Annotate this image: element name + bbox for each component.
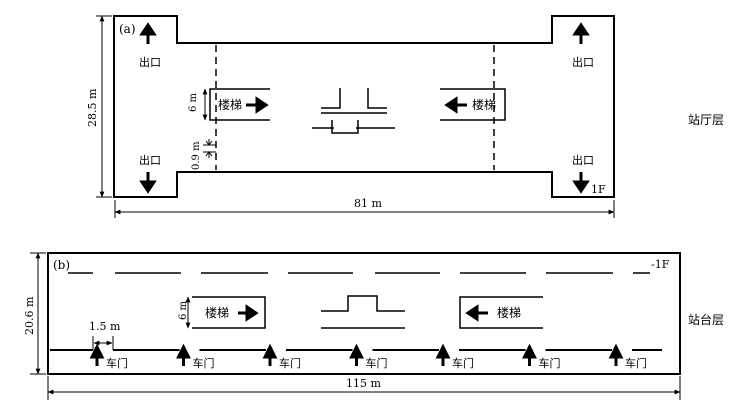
stairs-left: 6 m 楼梯 [188, 88, 270, 121]
door-label: 车门 [106, 356, 128, 370]
exit-bottom-right: 出口 1F [572, 153, 606, 196]
layer-label-platform: 站台层 [688, 312, 724, 327]
right-arrow-icon [238, 304, 259, 322]
layer-label-hall: 站厅层 [688, 113, 724, 127]
svg-text:出口: 出口 [139, 153, 161, 167]
train-door: 车门 [349, 343, 388, 370]
down-arrow-icon [139, 172, 157, 194]
panel-label-a: (a) [119, 22, 136, 36]
up-arrow-icon [572, 22, 590, 44]
hall-length-label: 81 m [354, 197, 382, 210]
platform-height-label: 20.6 m [23, 296, 36, 335]
gap-label: 0.9 m [191, 141, 202, 170]
up-arrow-icon [139, 22, 157, 44]
door-label: 车门 [539, 356, 561, 370]
svg-text:出口: 出口 [572, 55, 594, 69]
hall-height-dimension: 28.5 m [86, 15, 112, 198]
door-label: 车门 [193, 356, 215, 370]
stairs-label: 楼梯 [472, 97, 496, 112]
train-door: 车门 [176, 343, 215, 370]
left-arrow-icon [465, 304, 488, 322]
platform-length-dimension: 115 m [47, 376, 681, 400]
door-label: 车门 [625, 356, 647, 370]
exit-top-right: 出口 [572, 22, 594, 69]
hall-outline [113, 15, 615, 198]
door-label: 车门 [279, 356, 301, 370]
exit-bottom-left: 出口 [139, 153, 161, 194]
train-door: 车门 [262, 343, 301, 370]
up-arrow-icon [435, 343, 451, 366]
platform-outline [47, 252, 681, 375]
floor-tag-1f: 1F [591, 183, 606, 196]
stair-width-label: 6 m [188, 92, 199, 112]
platform-length-label: 115 m [346, 377, 381, 390]
hall-height-label: 28.5 m [86, 88, 99, 127]
door-width-label: 1.5 m [89, 320, 121, 333]
platform-center-fixture [321, 295, 405, 329]
train-door: 车门 [608, 343, 647, 370]
train-door: 车门 [522, 343, 561, 370]
door-label: 车门 [366, 356, 388, 370]
right-arrow-icon [246, 96, 269, 114]
stair-width-label: 6 m [178, 300, 189, 320]
train-door: 车门 [89, 343, 128, 370]
up-arrow-icon [608, 343, 624, 366]
platform-stairs-left: 6 m 楼梯 [178, 296, 266, 329]
gap-dimension: 0.9 m [191, 139, 216, 170]
floor-tag-minus-1f: -1F [651, 258, 670, 271]
svg-text:出口: 出口 [572, 153, 594, 167]
exit-top-left: 出口 [139, 22, 161, 69]
down-arrow-icon [572, 172, 590, 194]
panel-label-b: (b) [53, 258, 70, 272]
hall-length-dimension: 81 m [114, 197, 615, 218]
platform-doors: 车门 车门 车门 车门 车门 车门 车门 [50, 343, 662, 370]
up-arrow-icon [89, 343, 105, 366]
stairs-right: 楼梯 [440, 88, 506, 121]
central-fixture [312, 88, 395, 134]
up-arrow-icon [349, 343, 364, 366]
platform-height-dimension: 20.6 m [23, 252, 46, 375]
door-width-dimension: 1.5 m [89, 320, 121, 350]
train-door: 车门 [435, 343, 474, 370]
up-arrow-icon [176, 343, 191, 366]
stairs-label: 楼梯 [218, 97, 242, 112]
platform-diagram: (b) -1F 6 m 楼梯 楼梯 [23, 252, 724, 400]
left-arrow-icon [444, 96, 467, 114]
station-hall-diagram: (a) 出口 出口 出口 出口 1F 6 m 楼梯 [86, 15, 724, 218]
door-label: 车门 [452, 356, 474, 370]
stairs-label: 楼梯 [205, 305, 229, 320]
stairs-label: 楼梯 [497, 305, 521, 320]
up-arrow-icon [522, 343, 537, 366]
svg-text:出口: 出口 [139, 55, 161, 69]
up-arrow-icon [262, 343, 278, 366]
platform-stairs-right: 楼梯 [459, 296, 543, 329]
